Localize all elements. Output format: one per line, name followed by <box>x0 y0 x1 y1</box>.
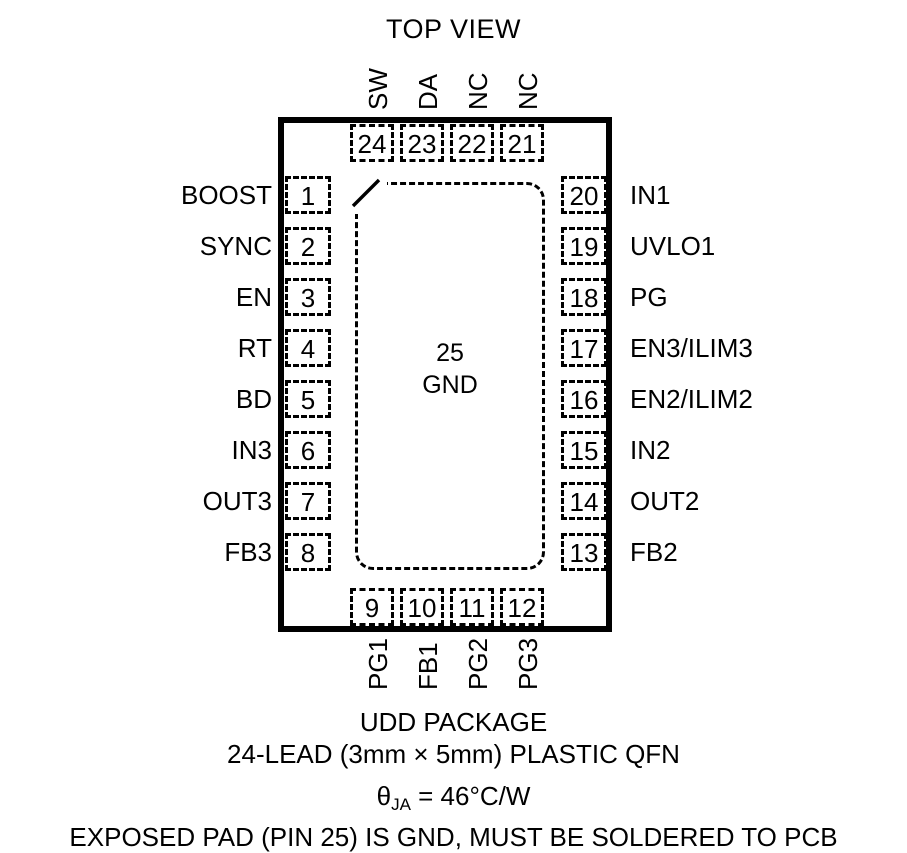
pin-label-fb2: FB2 <box>630 537 678 567</box>
pin-one-chamfer-icon <box>349 176 387 214</box>
pin-number-15: 15 <box>569 436 599 466</box>
pin-box-4[interactable]: 4 <box>285 329 331 367</box>
pin-label-fb3: FB3 <box>224 537 272 567</box>
pin-label-sync: SYNC <box>199 231 272 261</box>
pin-number-14: 14 <box>569 487 599 517</box>
caption-exposed-pad-note: EXPOSED PAD (PIN 25) IS GND, MUST BE SOL… <box>69 821 838 852</box>
caption-package-description: 24-LEAD (3mm × 5mm) PLASTIC QFN <box>227 739 680 769</box>
pin-number-12: 12 <box>507 593 537 623</box>
pin-number-13: 13 <box>569 538 599 568</box>
pin-number-1: 1 <box>300 181 316 211</box>
pin-number-17: 17 <box>569 334 599 364</box>
pin-label-da: DA <box>413 73 443 110</box>
pin-label-bd: BD <box>235 384 272 414</box>
pin-box-6[interactable]: 6 <box>285 431 331 469</box>
pin-box-18[interactable]: 18 <box>561 278 607 316</box>
pin-number-22: 22 <box>457 129 487 159</box>
pin-label-fb1: FB1 <box>413 642 443 690</box>
package-border-left <box>278 117 284 632</box>
pin-number-5: 5 <box>300 385 316 415</box>
pin-number-3: 3 <box>300 283 316 313</box>
pin-box-12[interactable]: 12 <box>500 588 544 626</box>
pin-box-20[interactable]: 20 <box>561 176 607 214</box>
pin-label-pg1: PG1 <box>363 637 393 690</box>
package-border-right <box>606 117 612 632</box>
pin-label-sw: SW <box>363 68 393 110</box>
pin-box-11[interactable]: 11 <box>450 588 494 626</box>
pin-label-uvlo1: UVLO1 <box>630 231 716 261</box>
pin-box-22[interactable]: 22 <box>450 124 494 162</box>
pin-number-16: 16 <box>569 385 599 415</box>
caption-spacer <box>0 770 907 780</box>
pin-label-pg3: PG3 <box>513 637 543 690</box>
caption-thermal-resistance: θJA = 46°C/W <box>0 780 907 821</box>
pin-box-14[interactable]: 14 <box>561 482 607 520</box>
theta-subscript: JA <box>391 794 411 814</box>
pin-label-nc-21: NC <box>513 72 543 110</box>
pin-label-out2: OUT2 <box>630 486 700 516</box>
pin-box-8[interactable]: 8 <box>285 533 331 571</box>
pin-box-23[interactable]: 23 <box>400 124 444 162</box>
caption-package-name: UDD PACKAGE <box>359 707 548 737</box>
exposed-pad-label: 25 GND <box>422 339 478 399</box>
pin-label-en2-ilim2: EN2/ILIM2 <box>630 384 753 414</box>
pin-box-15[interactable]: 15 <box>561 431 607 469</box>
pin-number-7: 7 <box>300 487 316 517</box>
pin-label-pg: PG <box>630 282 668 312</box>
page-title: TOP VIEW <box>385 14 522 44</box>
package-caption: UDD PACKAGE 24-LEAD (3mm × 5mm) PLASTIC … <box>0 706 907 853</box>
pin-label-pg2: PG2 <box>463 637 493 690</box>
package-border-top <box>278 117 612 123</box>
theta-value-text: = 46°C/W <box>418 781 531 811</box>
pin-box-9[interactable]: 9 <box>350 588 394 626</box>
pin-box-7[interactable]: 7 <box>285 482 331 520</box>
pin-number-8: 8 <box>300 538 316 568</box>
pin-label-nc-22: NC <box>463 72 493 110</box>
pin-label-in3: IN3 <box>231 435 272 465</box>
pin-label-in1: IN1 <box>630 180 671 210</box>
pin-number-18: 18 <box>569 283 599 313</box>
pin-label-en3-ilim3: EN3/ILIM3 <box>630 333 753 363</box>
pin-label-out3: OUT3 <box>202 486 272 516</box>
pin-number-2: 2 <box>300 232 316 262</box>
pin-label-in2: IN2 <box>630 435 671 465</box>
pin-number-24: 24 <box>357 129 387 159</box>
package-border-bottom <box>278 626 612 632</box>
pin-box-5[interactable]: 5 <box>285 380 331 418</box>
pin-label-rt: RT <box>237 333 272 363</box>
pin-box-2[interactable]: 2 <box>285 227 331 265</box>
theta-symbol: θ <box>376 781 392 811</box>
pin-number-20: 20 <box>569 181 599 211</box>
pin-number-4: 4 <box>300 334 316 364</box>
pin-box-16[interactable]: 16 <box>561 380 607 418</box>
pin-box-1[interactable]: 1 <box>285 176 331 214</box>
pin-number-6: 6 <box>300 436 316 466</box>
exposed-pad-outline <box>355 182 545 570</box>
pin-number-10: 10 <box>407 593 437 623</box>
pin-number-9: 9 <box>364 593 380 623</box>
pin-label-en: EN <box>235 282 272 312</box>
pin-box-13[interactable]: 13 <box>561 533 607 571</box>
pin-label-boost: BOOST <box>180 180 272 210</box>
pin-number-11: 11 <box>458 593 486 623</box>
pin-box-17[interactable]: 17 <box>561 329 607 367</box>
pin-number-23: 23 <box>407 129 437 159</box>
pin-box-21[interactable]: 21 <box>500 124 544 162</box>
pin-number-21: 21 <box>507 129 537 159</box>
pin-box-24[interactable]: 24 <box>350 124 394 162</box>
pin-box-3[interactable]: 3 <box>285 278 331 316</box>
pin-box-10[interactable]: 10 <box>400 588 444 626</box>
pin-box-19[interactable]: 19 <box>561 227 607 265</box>
pin-number-19: 19 <box>569 232 599 262</box>
